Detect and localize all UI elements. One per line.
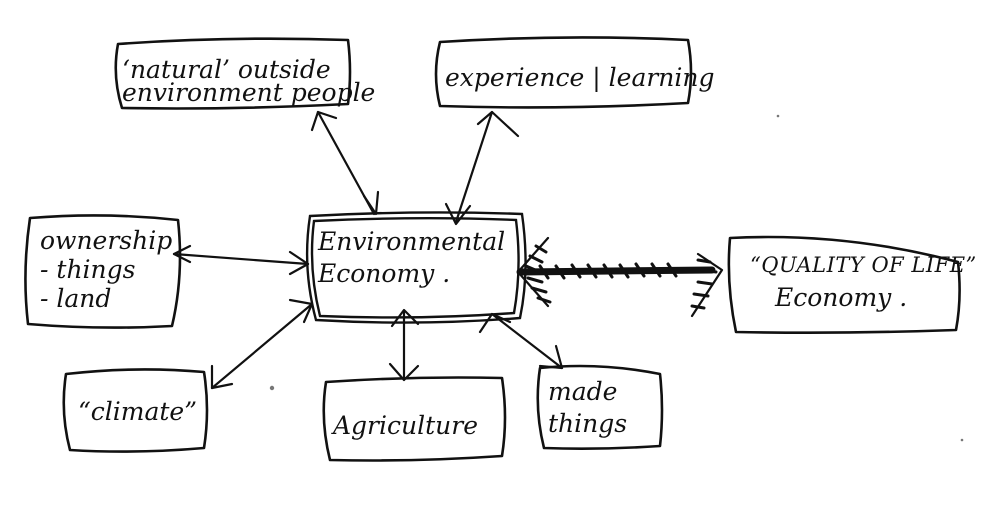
edge-agriculture-to-center [388, 308, 420, 382]
scan-speck [960, 438, 964, 442]
hatch-marks [538, 262, 678, 280]
arrowhead-right-hatch [690, 258, 718, 310]
edge-ownership-to-center [172, 244, 310, 276]
arrowhead [310, 110, 338, 132]
arrowhead [476, 110, 520, 138]
node-made-things-box [536, 364, 664, 450]
edge-natural-to-center [310, 110, 380, 216]
edge-center-to-quality-of-life [516, 236, 724, 318]
node-ownership-line2: - things [40, 255, 135, 284]
arrowhead [478, 312, 512, 334]
arrowhead [362, 190, 380, 216]
scan-speck [776, 114, 780, 118]
node-environmental-economy-box-inner [310, 217, 520, 319]
node-agriculture-line1: Agriculture [331, 411, 478, 440]
node-agriculture: Agriculture [322, 376, 507, 462]
scan-speck [269, 385, 275, 391]
node-experience-learning: experience | learning [434, 36, 715, 109]
node-natural-environment-box [114, 37, 352, 110]
node-climate-box [62, 368, 209, 453]
node-ownership-box [24, 214, 182, 329]
node-made-things-line2: things [548, 409, 627, 438]
node-environmental-economy-line1: Environmental [317, 227, 505, 256]
arrowhead [288, 298, 314, 324]
arrowhead-right [690, 252, 724, 318]
arrowhead-left [516, 236, 550, 308]
node-natural-environment-line1: ‘natural’ outside [122, 55, 331, 84]
node-made-things-line1: made [548, 377, 617, 406]
node-ownership-line3: - land [40, 284, 111, 313]
arrowhead [172, 244, 192, 264]
node-ownership: ownership - things - land [24, 214, 182, 329]
node-quality-of-life-economy-box [727, 235, 961, 334]
node-ownership-line1: ownership [40, 226, 172, 255]
arrowhead [444, 202, 472, 226]
node-experience-learning-box [434, 36, 693, 109]
node-environmental-economy-box-outer [305, 211, 527, 324]
node-natural-environment: ‘natural’ outside environment people [114, 37, 375, 110]
arrowhead-left-hatch [524, 244, 552, 304]
node-quality-of-life-economy: “QUALITY OF LIFE” Economy . [727, 235, 977, 334]
arrowhead [288, 250, 310, 276]
node-quality-of-life-economy-line2: Economy . [774, 283, 907, 312]
arrowhead [538, 344, 564, 370]
edge-made-things-to-center [478, 312, 564, 370]
edge-experience-to-center [444, 110, 520, 226]
node-climate: “climate” [62, 368, 209, 453]
node-climate-line1: “climate” [78, 397, 197, 426]
node-environmental-economy: Environmental Economy . [305, 211, 527, 324]
edge-climate-to-center [210, 298, 314, 390]
node-environmental-economy-line2: Economy . [317, 259, 450, 288]
node-agriculture-box [322, 376, 507, 462]
node-made-things: made things [536, 364, 664, 450]
arrowhead [210, 364, 234, 390]
node-natural-environment-line2: environment people [122, 78, 375, 107]
node-experience-learning-line1: experience | learning [445, 63, 715, 93]
arrowhead [388, 362, 420, 382]
arrowhead [390, 308, 420, 328]
node-quality-of-life-economy-line1: “QUALITY OF LIFE” [750, 253, 977, 277]
